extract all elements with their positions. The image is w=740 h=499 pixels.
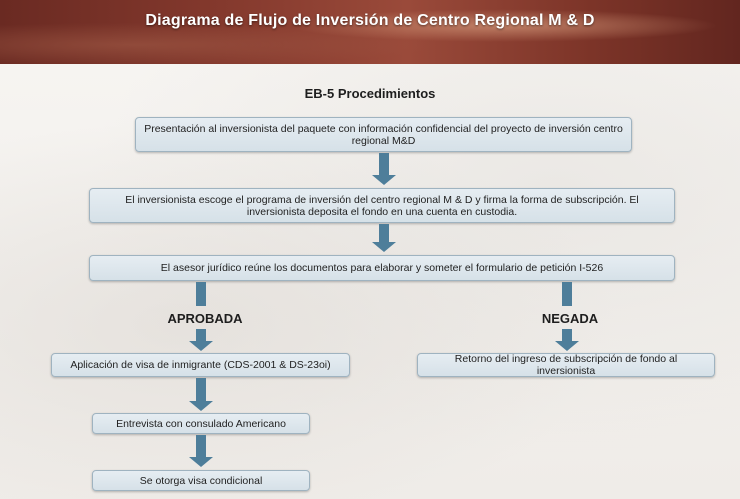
step-fund-return: Retorno del ingreso de subscripción de f… (417, 353, 715, 377)
arrow-down-approved-2 (188, 378, 214, 411)
arrow-down-1 (371, 153, 397, 185)
step-consulate-interview: Entrevista con consulado Americano (92, 413, 310, 434)
branch-label-denied: NEGADA (541, 311, 599, 326)
step-presentation: Presentación al inversionista del paquet… (135, 117, 632, 152)
diagram-subtitle: EB-5 Procedimientos (304, 86, 436, 101)
branch-bar-approved (196, 282, 206, 306)
step-investor-choice: El inversionista escoge el programa de i… (89, 188, 675, 223)
header-banner: Diagrama de Flujo de Inversión de Centro… (0, 0, 740, 64)
page-title: Diagrama de Flujo de Inversión de Centro… (145, 12, 595, 29)
step-conditional-visa: Se otorga visa condicional (92, 470, 310, 491)
arrow-down-2 (371, 224, 397, 252)
step-legal-advisor: El asesor jurídico reúne los documentos … (89, 255, 675, 281)
step-consulate-interview-text: Entrevista con consulado Americano (116, 417, 286, 430)
step-investor-choice-text: El inversionista escoge el programa de i… (125, 193, 639, 218)
step-visa-application-text: Aplicación de visa de inmigrante (CDS-20… (70, 359, 331, 371)
step-legal-advisor-text: El asesor jurídico reúne los documentos … (160, 262, 604, 274)
branch-bar-denied (562, 282, 572, 306)
arrow-down-approved-1 (188, 329, 214, 351)
step-fund-return-text: Retorno del ingreso de subscripción de f… (454, 353, 678, 377)
branch-label-approved: APROBADA (167, 311, 243, 326)
step-presentation-text: Presentación al inversionista del paquet… (144, 122, 623, 147)
arrow-down-denied-1 (554, 329, 580, 351)
arrow-down-approved-3 (188, 435, 214, 467)
step-conditional-visa-text: Se otorga visa condicional (139, 474, 263, 487)
step-visa-application: Aplicación de visa de inmigrante (CDS-20… (51, 353, 350, 377)
